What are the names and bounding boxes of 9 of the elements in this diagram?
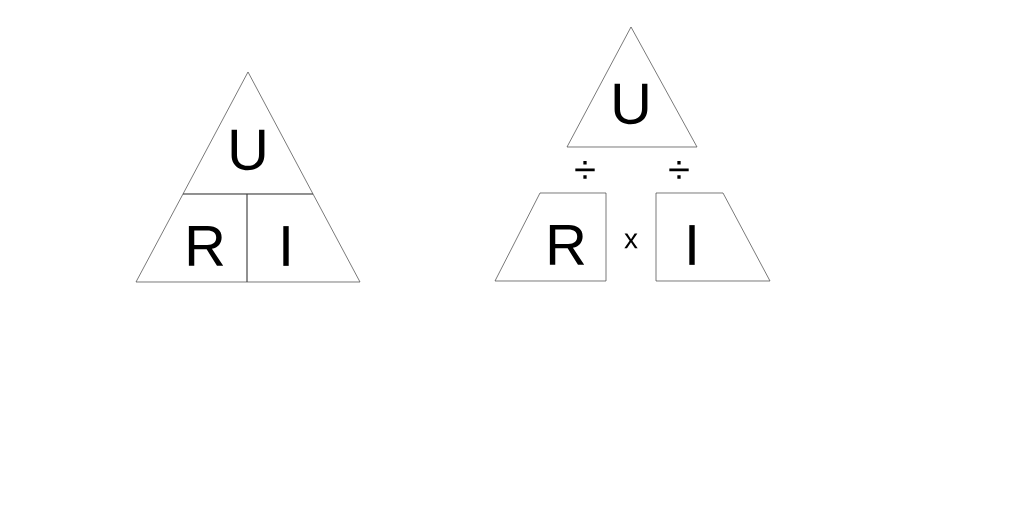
- triangle-section: U: [182, 71, 314, 195]
- multiplication-sign: x: [624, 233, 638, 249]
- trapezoid-section: R: [135, 193, 248, 283]
- triangle: U: [566, 26, 698, 148]
- division-sign: ÷: [575, 160, 595, 179]
- trapezoid: R: [494, 192, 607, 282]
- trapezoid-section: I: [246, 193, 361, 283]
- division-sign: ÷: [669, 160, 689, 179]
- trapezoid: I: [655, 192, 771, 282]
